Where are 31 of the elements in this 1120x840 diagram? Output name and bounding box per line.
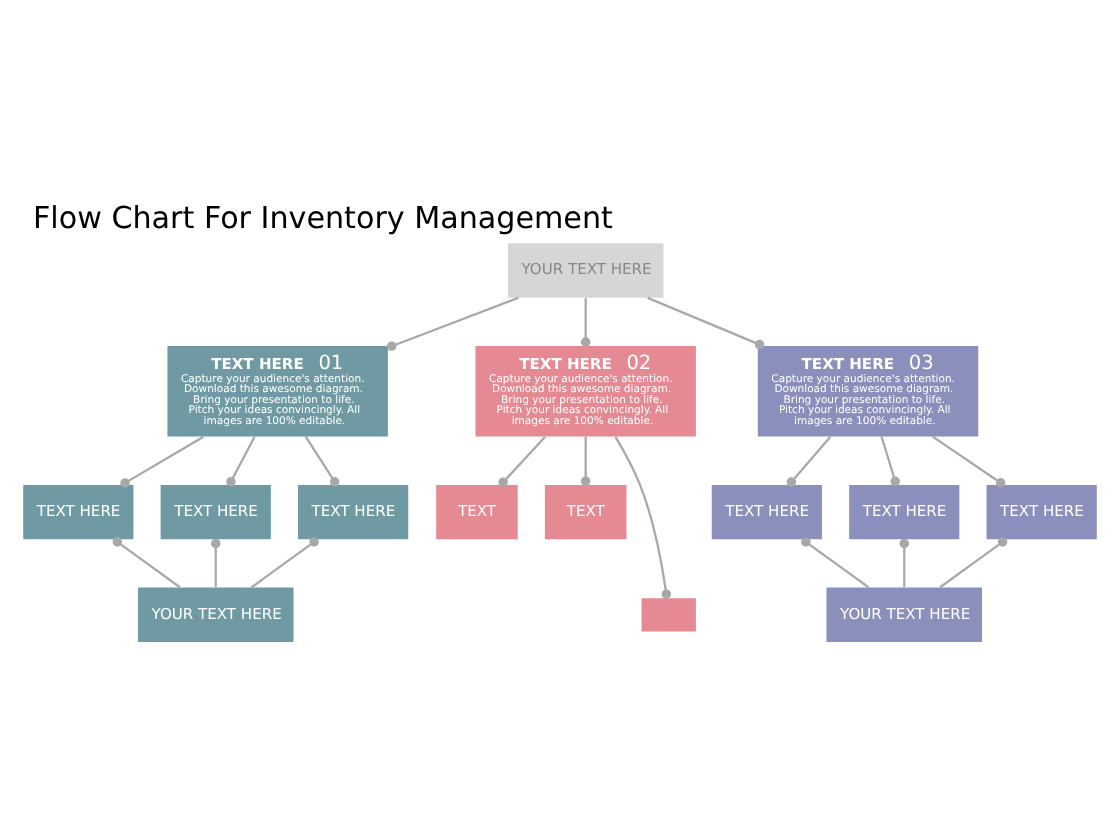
- connector: [880, 436, 901, 487]
- node-box: TEXT HERE: [298, 484, 409, 540]
- node-box: YOUR TEXT HERE: [507, 243, 664, 298]
- connector: [939, 537, 1008, 589]
- node-box: TEXT HERE: [849, 484, 960, 540]
- node-box: [641, 598, 696, 632]
- connector: [614, 436, 672, 599]
- node-box: TEXT HERE: [986, 484, 1097, 540]
- connector: [580, 436, 591, 486]
- connector: [801, 537, 870, 589]
- connector: [932, 435, 1006, 488]
- node-box: TEXT: [436, 484, 518, 540]
- connector: [112, 537, 181, 589]
- node-box: YOUR TEXT HERE: [137, 587, 294, 642]
- connector: [647, 296, 765, 350]
- connector: [120, 435, 204, 488]
- connector: [304, 436, 340, 487]
- diagram-title: Flow Chart For Inventory Management: [33, 200, 613, 237]
- node-box: TEXT: [544, 484, 627, 540]
- connector: [899, 538, 909, 587]
- node-box: TEXT HERE: [160, 484, 271, 540]
- connector: [386, 296, 519, 351]
- connector: [211, 538, 221, 587]
- connector: [786, 435, 832, 487]
- connector: [226, 436, 256, 487]
- connector: [580, 298, 591, 347]
- node-box: YOUR TEXT HERE: [826, 587, 983, 642]
- connector: [498, 435, 547, 487]
- connector: [250, 537, 319, 589]
- node-box: TEXT HERE: [23, 484, 134, 540]
- node-box: TEXT HERE: [711, 484, 822, 540]
